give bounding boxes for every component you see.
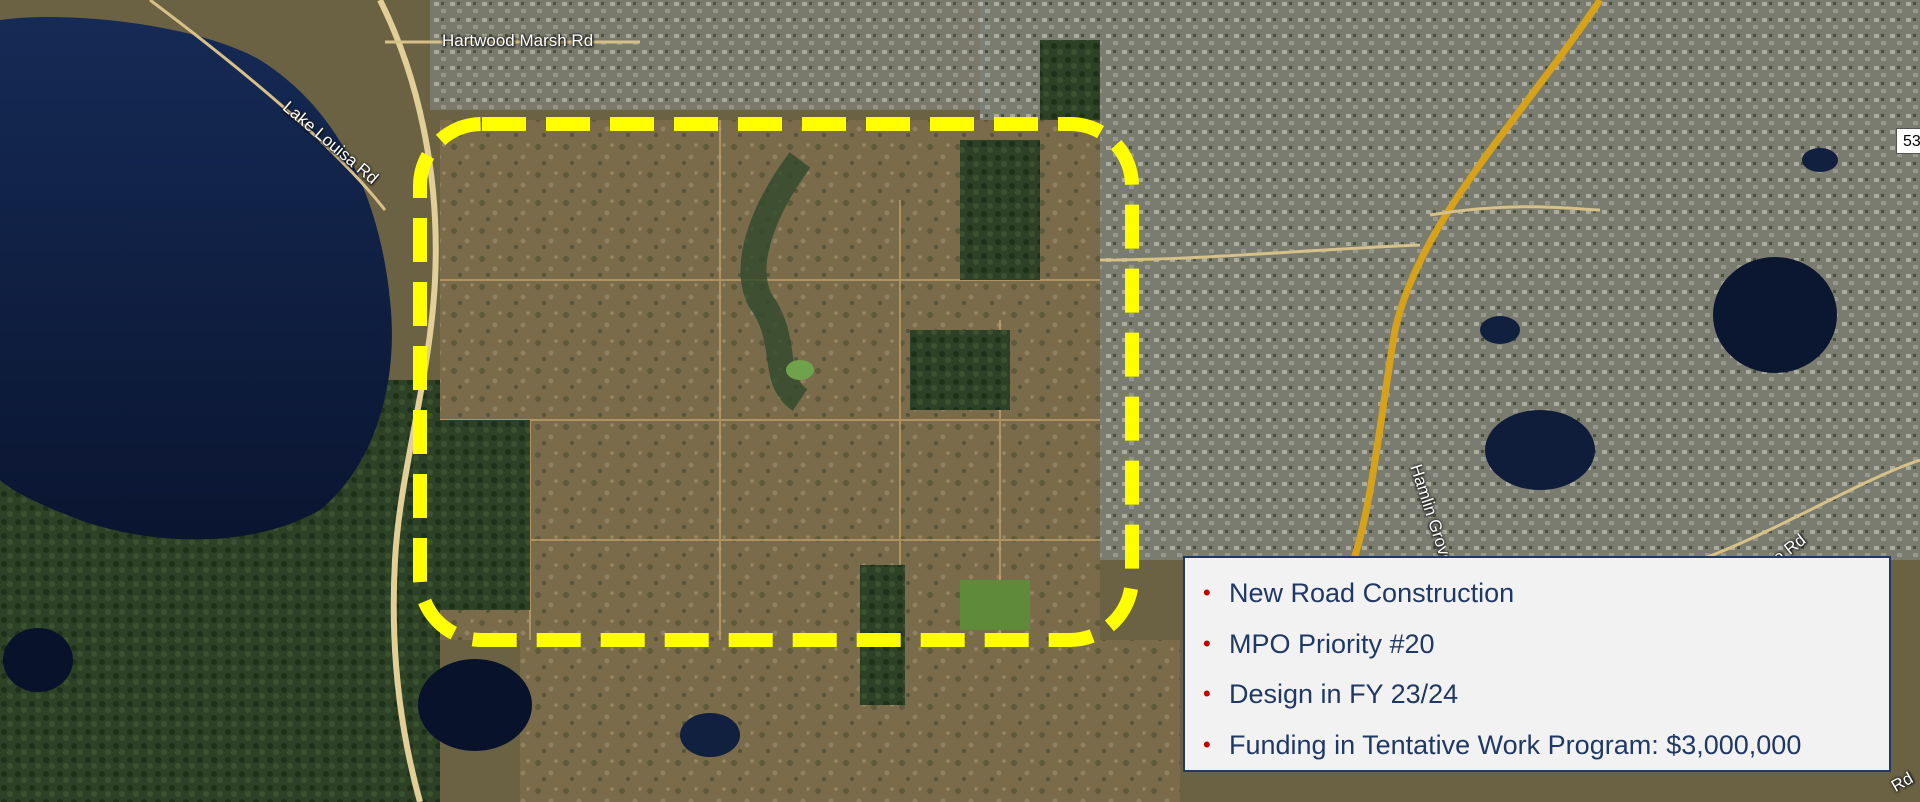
tree-patch xyxy=(1040,40,1100,120)
bullet-icon: • xyxy=(1203,630,1211,656)
info-item-text: Funding in Tentative Work Program: $3,00… xyxy=(1229,729,1802,760)
pond xyxy=(1485,410,1595,490)
study-area-outline[interactable] xyxy=(413,117,1139,647)
project-info-list: • New Road Construction • MPO Priority #20… xyxy=(1201,568,1875,770)
highway-429 xyxy=(1346,0,1603,572)
info-item-text: MPO Priority #20 xyxy=(1229,628,1435,659)
project-info-box: • New Road Construction • MPO Priority #20… xyxy=(1183,556,1891,772)
info-item: • Funding in Tentative Work Program: $3,0… xyxy=(1201,720,1875,771)
lake-louisa-rd xyxy=(149,0,387,211)
bullet-icon: • xyxy=(1203,731,1211,757)
highway-27 xyxy=(377,0,439,802)
tree-patch xyxy=(440,420,530,610)
east-road-south xyxy=(1699,458,1920,562)
east-road xyxy=(1429,205,1601,217)
east-west-road xyxy=(1099,243,1421,262)
info-item: • Design in FY 23/24 xyxy=(1201,669,1875,720)
info-item-text: New Road Construction xyxy=(1229,578,1515,608)
pond xyxy=(418,659,532,751)
info-item-text: Design in FY 23/24 xyxy=(1229,679,1459,709)
pond xyxy=(3,628,73,692)
scrub-south xyxy=(520,640,1180,802)
tree-patch xyxy=(910,330,1010,410)
wetland xyxy=(740,152,811,411)
pond xyxy=(680,713,740,757)
info-item: • New Road Construction xyxy=(1201,568,1875,619)
bullet-icon: • xyxy=(1203,580,1211,605)
green-field xyxy=(960,580,1030,630)
lake-louisa xyxy=(0,16,392,540)
hartwood-marsh-rd-label: Hartwood Marsh Rd xyxy=(442,31,594,50)
tree-patch xyxy=(960,140,1040,280)
pond xyxy=(1713,257,1837,373)
pond xyxy=(1480,316,1520,344)
info-item: • MPO Priority #20 xyxy=(1201,619,1875,670)
pond xyxy=(786,360,814,380)
urban-area-top xyxy=(430,0,990,110)
route-shield: 53 xyxy=(1896,128,1920,154)
bullet-icon: • xyxy=(1203,681,1211,706)
pond xyxy=(1802,148,1838,172)
